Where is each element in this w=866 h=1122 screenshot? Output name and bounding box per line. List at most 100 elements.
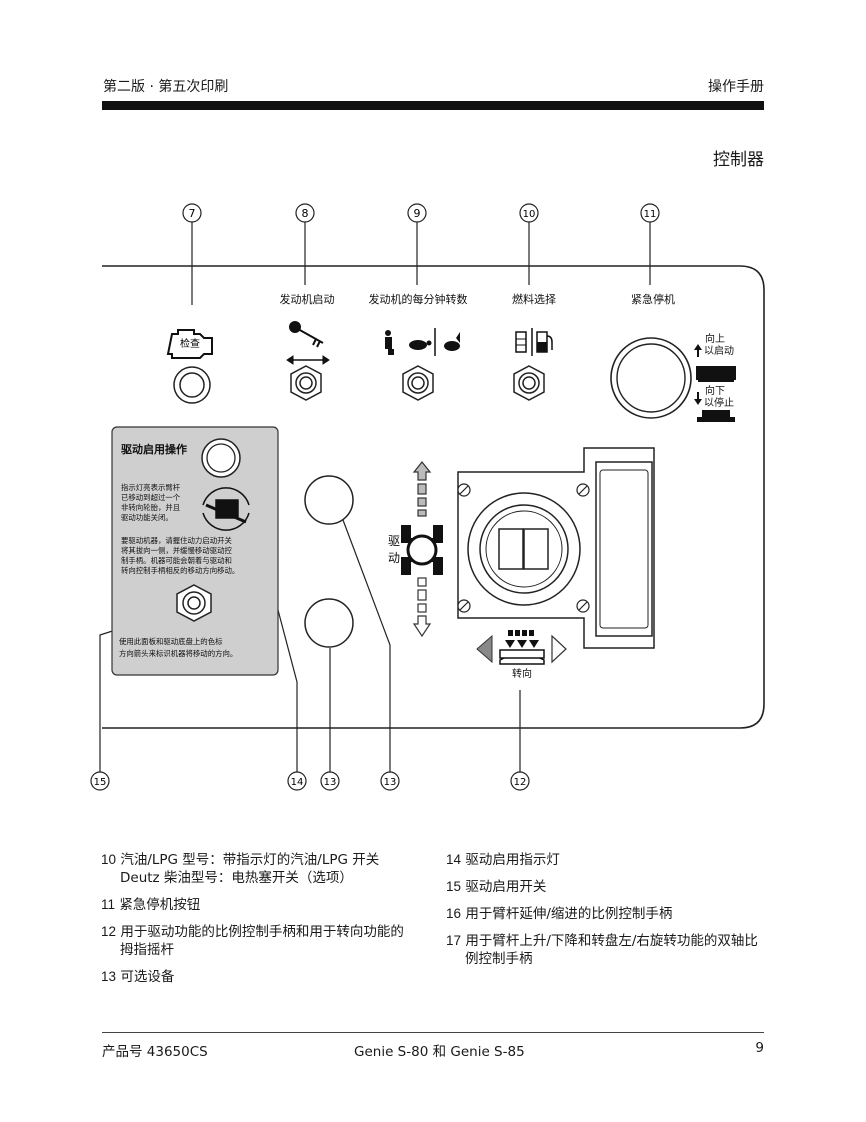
legend-num: 14: [446, 852, 462, 867]
drive-text3-line: 方向箭头来标识机器将移动的方向。: [119, 649, 237, 658]
rpm-icon: [385, 328, 460, 356]
footer-left: 产品号 43650CS: [102, 1044, 208, 1060]
legend-num: 17: [446, 933, 462, 948]
legend-text: 用于驱动功能的比例控制手柄和用于转向功能的: [120, 924, 404, 940]
legend-text: 用于臂杆上升/下降和转盘左/右旋转功能的双轴比: [465, 933, 758, 949]
drive-enable-switch: [176, 584, 212, 622]
legend-item-13: 13 可选设备: [101, 968, 431, 986]
arrow-down-icon: [694, 399, 702, 405]
engine-start-switch: [290, 365, 322, 401]
up-to-start-2: 以启动: [704, 344, 734, 357]
emergency-stop-position-icon: [694, 344, 736, 422]
legend-item-17: 17 用于臂杆上升/下降和转盘左/右旋转功能的双轴比 例控制手柄: [446, 932, 776, 968]
callout-12: [510, 771, 530, 791]
callout-bubbles: 7 8 9 10 11 14 13 13 12 15: [90, 203, 660, 791]
legend-text: 拇指摇杆: [120, 942, 174, 958]
callout-15: [90, 771, 110, 791]
callout-13a: [320, 771, 340, 791]
legend-num: 10: [101, 852, 117, 867]
legend-text: 例控制手柄: [465, 951, 533, 967]
machine-rotation-icon: [202, 487, 250, 531]
drive-label-2: 动: [388, 551, 400, 565]
fuel-select-switch: [513, 365, 545, 401]
fuel-select-label: 燃料选择: [512, 292, 556, 306]
drive-joystick-base: [457, 447, 655, 649]
arrow-up-icon: [694, 344, 702, 350]
legend-item-14: 14 驱动启用指示灯: [446, 851, 776, 869]
callout-12-label: 12: [514, 777, 527, 788]
legend-text: 用于臂杆延伸/缩进的比例控制手柄: [465, 906, 673, 922]
legend-num: 12: [101, 924, 117, 939]
optional-equipment-upper: [304, 475, 354, 525]
up-to-start-1: 向上: [705, 332, 725, 345]
check-engine-icon: 检查: [166, 329, 213, 359]
footer-rule: [102, 1032, 764, 1033]
callout-8: [295, 203, 315, 223]
legend-num: 15: [446, 879, 462, 894]
callout-7-label: 7: [189, 207, 196, 220]
optional-equipment-lower: [304, 598, 354, 648]
legend-text: 可选设备: [120, 969, 175, 985]
fuel-icon: [515, 328, 553, 356]
drive-joystick: [498, 528, 549, 570]
panel-outline: [102, 265, 765, 729]
footer-center: Genie S-80 和 Genie S-85: [354, 1044, 525, 1060]
legend-item-11: 11 紧急停机按钮: [101, 896, 431, 914]
callout-13b: [380, 771, 400, 791]
drive-enable-indicator-light: [201, 438, 241, 478]
callout-7: [182, 203, 202, 223]
drive-text1-line: 驱动功能关闭。: [121, 513, 173, 522]
legend-num: 11: [101, 897, 116, 912]
check-engine-label: 检查: [180, 337, 200, 350]
rabbit-icon: [444, 341, 460, 351]
legend-text: 汽油/LPG 型号：带指示灯的汽油/LPG 开关: [120, 852, 380, 868]
drive-text2-line: 制手柄。机器可能会朝着与驱动和: [121, 556, 232, 565]
drive-text2-line: 将其拔向一侧，并缓慢移动驱动控: [121, 546, 232, 555]
section-title: 控制器: [713, 150, 764, 170]
callout-14: [287, 771, 307, 791]
key-icon: [286, 321, 330, 365]
header-right: 操作手册: [708, 79, 764, 95]
emergency-stop-button: [610, 337, 692, 419]
legend-item-12: 12 用于驱动功能的比例控制手柄和用于转向功能的 拇指摇杆: [101, 923, 431, 959]
callout-11-label: 11: [644, 209, 657, 220]
check-engine-light: [173, 366, 211, 404]
callout-10-label: 10: [523, 209, 536, 220]
callout-13b-label: 13: [384, 777, 397, 788]
emergency-stop-label: 紧急停机: [631, 292, 675, 306]
callout-8-label: 8: [302, 207, 309, 220]
legend-text: Deutz 柴油型号：电热塞开关（选项）: [120, 870, 353, 886]
drive-text1-line: 已移动到超过一个: [121, 493, 181, 502]
down-to-stop-1: 向下: [705, 384, 725, 397]
legend-text: 驱动启用指示灯: [465, 852, 560, 868]
legend-right: 14 驱动启用指示灯 15 驱动启用开关 16 用于臂杆延伸/缩进的比例控制手柄…: [446, 851, 776, 977]
callout-15-label: 15: [94, 777, 107, 788]
steer-rocker-icon: [476, 630, 567, 665]
callout-13a-label: 13: [324, 777, 337, 788]
drive-text1-line: 非转向轮胎，并且: [121, 503, 180, 512]
drive-label-1: 驱: [388, 534, 400, 548]
callout-14-label: 14: [291, 777, 304, 788]
callout-9-label: 9: [414, 207, 421, 220]
legend-num: 13: [101, 969, 117, 984]
header-left: 第二版 · 第五次印刷: [103, 79, 229, 95]
engine-rpm-switch: [402, 365, 434, 401]
callout-10: [519, 203, 539, 223]
drive-text3-line: 使用此面板和驱动底盘上的色标: [119, 637, 223, 646]
drive-text1-line: 指示灯亮表示臂杆: [121, 483, 181, 492]
engine-rpm-label: 发动机的每分钟转数: [369, 292, 468, 306]
callout-9: [407, 203, 427, 223]
legend-item-15: 15 驱动启用开关: [446, 878, 776, 896]
down-to-stop-2: 以停止: [704, 396, 734, 409]
drive-enable-title: 驱动启用操作: [121, 442, 187, 456]
control-panel-diagram: 7 8 9 10 11 14 13 13 12 15 发动机启动 发动机的每分钟…: [90, 203, 765, 791]
turtle-icon: [409, 340, 427, 350]
header-bar: [102, 101, 764, 110]
drive-enable-panel: [111, 426, 279, 676]
footer-page-number: 9: [755, 1040, 764, 1056]
legend-item-10: 10 汽油/LPG 型号：带指示灯的汽油/LPG 开关 Deutz 柴油型号：电…: [101, 851, 431, 887]
steer-label: 转向: [512, 667, 532, 680]
mounting-screws: [457, 483, 590, 613]
legend-left: 10 汽油/LPG 型号：带指示灯的汽油/LPG 开关 Deutz 柴油型号：电…: [101, 851, 431, 995]
drive-text2-line: 要驱动机器，请握住动力启动开关: [121, 536, 232, 545]
